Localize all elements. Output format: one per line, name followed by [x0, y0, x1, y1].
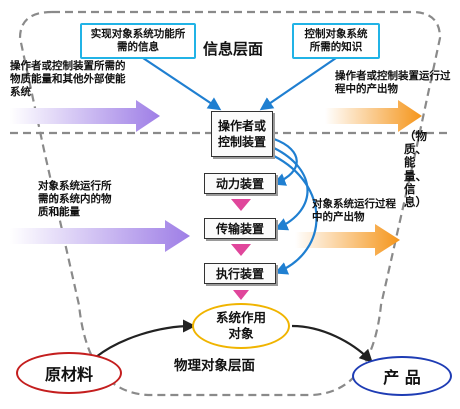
control-knowledge-box: 控制对象系统所需的知识 — [292, 23, 380, 59]
info-layer-title: 信息层面 — [203, 40, 264, 58]
info-needed-box: 实现对象系统功能所需的信息 — [80, 23, 196, 59]
product-arrow — [291, 324, 373, 363]
top-output-label: 操作者或控制装置运行过程中的产出物 — [335, 70, 451, 95]
raw-material-arrow — [95, 319, 196, 358]
input-arrow-middle — [10, 220, 190, 252]
middle-input-label: 对象系统运行所需的系统内的物质和能量 — [38, 180, 112, 218]
middle-output-label: 对象系统运行过程中的产出物 — [312, 198, 396, 223]
flow-triangle-2 — [231, 244, 251, 256]
transmission-device-box: 传输装置 — [204, 218, 276, 239]
output-arrow-middle — [295, 224, 400, 256]
info-arrow-left — [139, 55, 222, 111]
info-needed-label: 实现对象系统功能所需的信息 — [90, 27, 186, 53]
product-label: 产 品 — [383, 368, 421, 387]
top-input-label: 操作者或控制装置所需的物质能量和其他外部使能系统 — [10, 60, 126, 98]
execution-device-box: 执行装置 — [204, 263, 276, 284]
product-ellipse: 产 品 — [352, 356, 452, 396]
power-device-box: 动力装置 — [204, 173, 276, 194]
raw-material-ellipse: 原材料 — [16, 352, 122, 394]
raw-material-label: 原材料 — [44, 365, 93, 384]
system-object-ellipse: 系统作用对象 — [192, 303, 290, 349]
side-vertical-label: （物质、能量、信息） — [404, 129, 427, 210]
outer-dashed-funnel — [18, 10, 442, 397]
flow-triangle-3 — [233, 290, 249, 300]
transmission-device-label: 传输装置 — [215, 222, 264, 236]
feedback-loop-execution — [273, 155, 318, 275]
input-arrow-top — [10, 100, 160, 132]
operator-box: 操作者或控制装置 — [211, 111, 273, 157]
power-device-label: 动力装置 — [215, 177, 264, 191]
output-arrow-top — [325, 100, 422, 132]
operator-label: 操作者或控制装置 — [218, 118, 267, 149]
control-knowledge-label: 控制对象系统所需的知识 — [304, 27, 368, 53]
feedback-loop-power — [272, 137, 298, 186]
execution-device-label: 执行装置 — [215, 267, 264, 281]
flow-triangle-1 — [231, 199, 251, 211]
system-object-label: 系统作用对象 — [215, 309, 266, 341]
physical-layer-title: 物理对象层面 — [174, 358, 255, 374]
info-arrow-right — [259, 57, 337, 111]
feedback-loop-transmission — [273, 147, 309, 231]
